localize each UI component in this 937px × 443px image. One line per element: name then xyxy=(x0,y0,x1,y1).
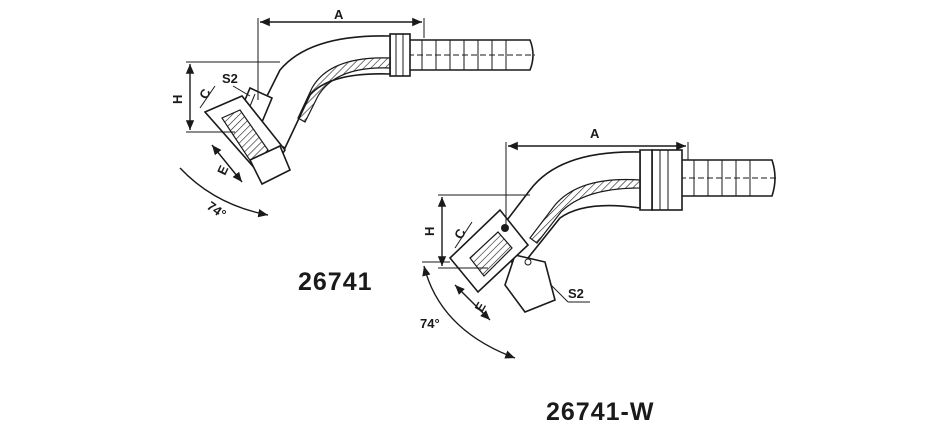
socket-collar xyxy=(639,149,683,211)
bent-tube xyxy=(486,151,641,270)
label-h: H xyxy=(422,227,437,236)
label-h: H xyxy=(170,95,185,104)
nose-thread xyxy=(203,95,292,186)
dimension-a: A xyxy=(505,126,689,230)
socket-collar xyxy=(389,33,411,77)
part-number: 26741-W xyxy=(546,398,654,426)
hose-tail xyxy=(679,159,778,197)
hose-tail xyxy=(407,39,535,71)
label-c: C xyxy=(451,226,469,241)
label-a: A xyxy=(334,7,344,22)
label-angle: 74° xyxy=(420,316,440,331)
label-s2: S2 xyxy=(568,286,584,301)
label-a: A xyxy=(590,126,600,141)
part-number: 26741 xyxy=(298,268,373,296)
dimension-h: H xyxy=(170,61,280,133)
label-c: C xyxy=(196,86,214,101)
fitting-drawing-26741-w: A H C S2 E 74° 26741-W xyxy=(420,126,778,426)
dimension-a: A xyxy=(257,7,425,100)
label-s2: S2 xyxy=(222,71,238,86)
hex-nut xyxy=(504,254,556,313)
angle-arc xyxy=(179,167,269,218)
fitting-drawing-26741: A H C S2 E 74° 26741 xyxy=(170,7,535,296)
angle-arc xyxy=(422,265,516,359)
label-e: E xyxy=(472,299,489,314)
